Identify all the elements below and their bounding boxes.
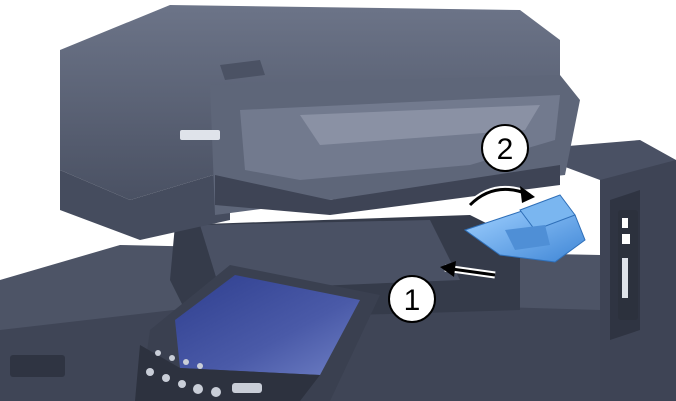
panel-buttons: [146, 350, 262, 397]
arrow-pull-out-left-icon: [440, 261, 496, 279]
document-stopper: [463, 194, 586, 263]
operation-panel: [135, 265, 380, 401]
arrow-flip-up-icon: [467, 185, 535, 208]
step-2-number: 2: [497, 133, 514, 166]
step-1-number: 1: [404, 284, 421, 317]
step-2-callout: 2: [481, 124, 529, 172]
document-processor: [60, 5, 580, 240]
side-port-panel: [618, 210, 638, 320]
step-1-callout: 1: [388, 275, 436, 323]
touch-screen: [175, 275, 360, 375]
